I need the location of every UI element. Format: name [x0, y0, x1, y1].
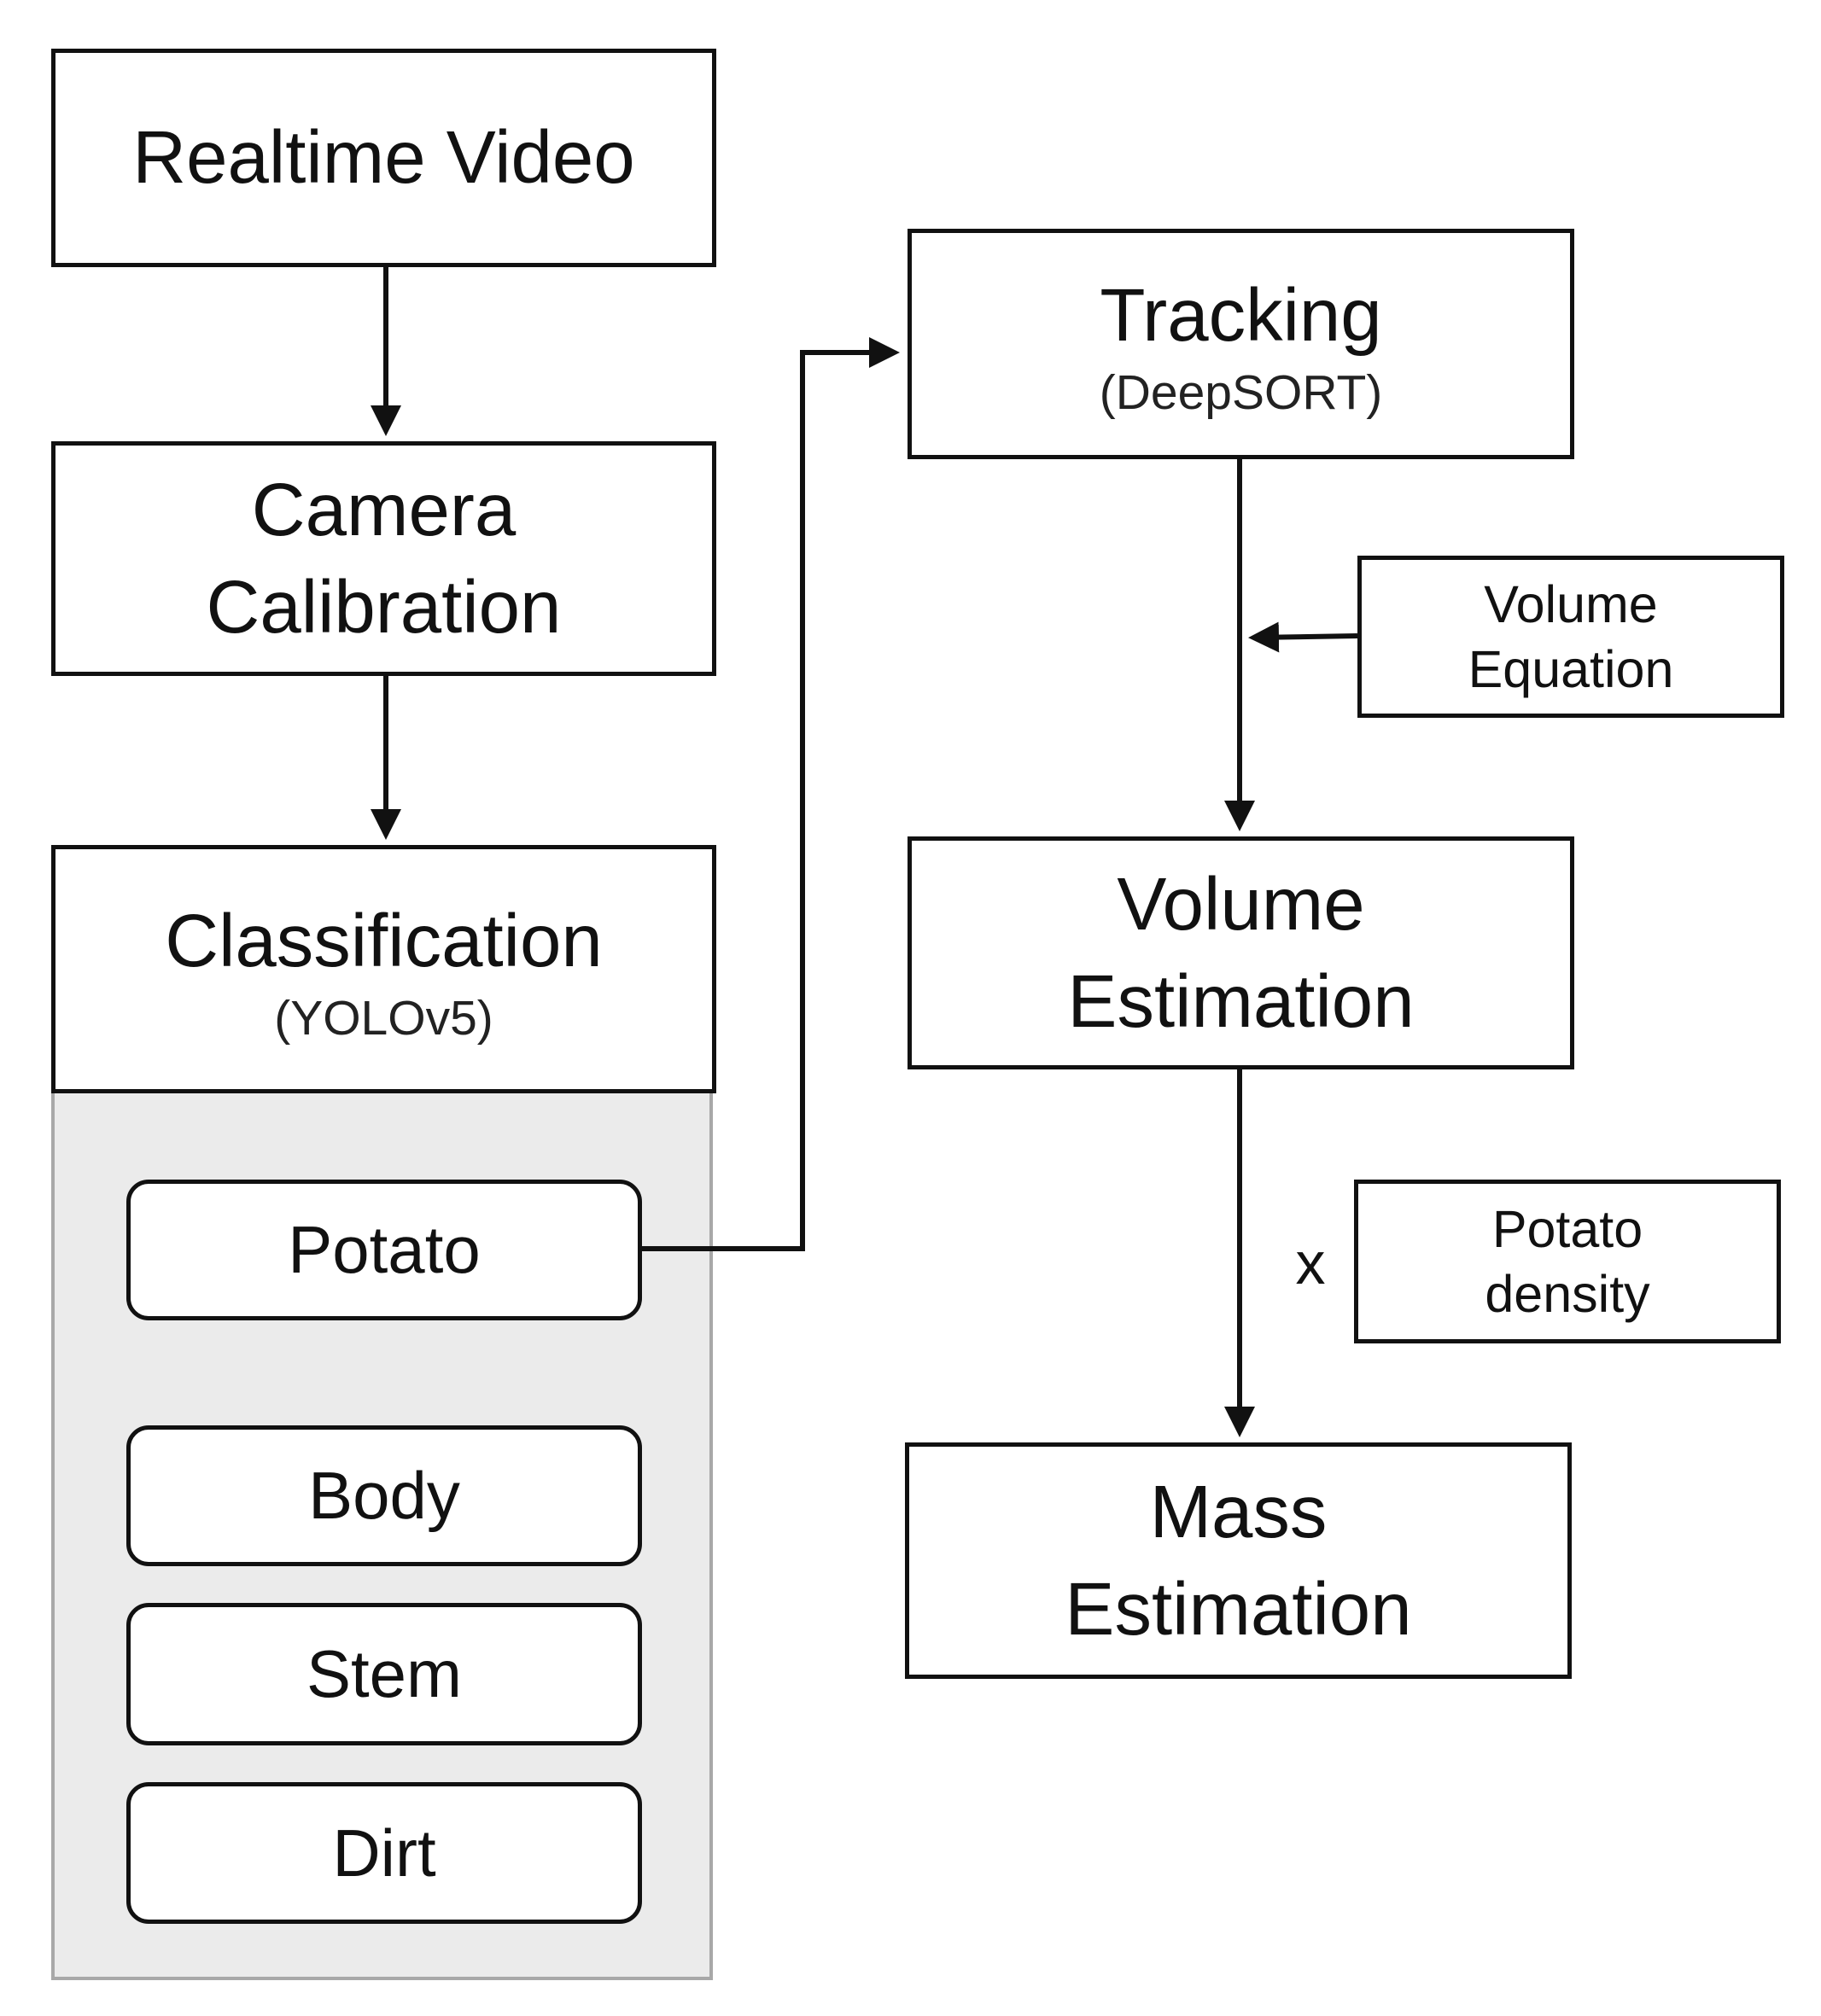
- mass-estimation-label-line-1: Mass: [1149, 1470, 1328, 1553]
- camera-calibration-label-line-2: Calibration: [206, 565, 562, 649]
- classification-box: Classification (YOLOv5): [51, 845, 716, 1093]
- volume-equation-box: Volume Equation: [1357, 556, 1784, 718]
- realtime-video-box: Realtime Video: [51, 49, 716, 267]
- volume-equation-label-line-1: Volume: [1484, 575, 1658, 633]
- arrow-volume-equation-input: [1248, 621, 1358, 653]
- tracking-model-label: (DeepSORT): [1099, 365, 1383, 420]
- volume-equation-label-line-2: Equation: [1468, 640, 1674, 698]
- mass-estimation-box: Mass Estimation: [905, 1442, 1572, 1679]
- potato-density-label-line-1: Potato: [1491, 1200, 1643, 1258]
- class-dirt-label: Dirt: [332, 1815, 436, 1891]
- classification-model-label: (YOLOv5): [274, 990, 493, 1046]
- volume-estimation-label-line-2: Estimation: [1067, 959, 1415, 1043]
- multiply-operator: x: [1295, 1230, 1326, 1296]
- camera-calibration-label-line-1: Camera: [251, 468, 517, 551]
- volume-estimation-box: Volume Estimation: [908, 836, 1574, 1069]
- class-body-label: Body: [308, 1458, 460, 1533]
- class-potato-label: Potato: [288, 1212, 481, 1287]
- potato-density-box: Potato density: [1354, 1180, 1781, 1343]
- classification-label: Classification: [165, 899, 603, 982]
- tracking-label: Tracking: [1100, 274, 1382, 357]
- realtime-video-label: Realtime Video: [132, 116, 635, 199]
- class-body-box: Body: [126, 1425, 642, 1566]
- class-potato-box: Potato: [126, 1180, 642, 1320]
- mass-estimation-label-line-2: Estimation: [1065, 1567, 1412, 1651]
- potato-density-label-line-2: density: [1485, 1265, 1650, 1323]
- class-stem-label: Stem: [306, 1636, 463, 1711]
- class-stem-box: Stem: [126, 1603, 642, 1745]
- camera-calibration-box: Camera Calibration: [51, 441, 716, 676]
- class-dirt-box: Dirt: [126, 1782, 642, 1924]
- volume-estimation-label-line-1: Volume: [1117, 862, 1365, 946]
- tracking-box: Tracking (DeepSORT): [908, 229, 1574, 459]
